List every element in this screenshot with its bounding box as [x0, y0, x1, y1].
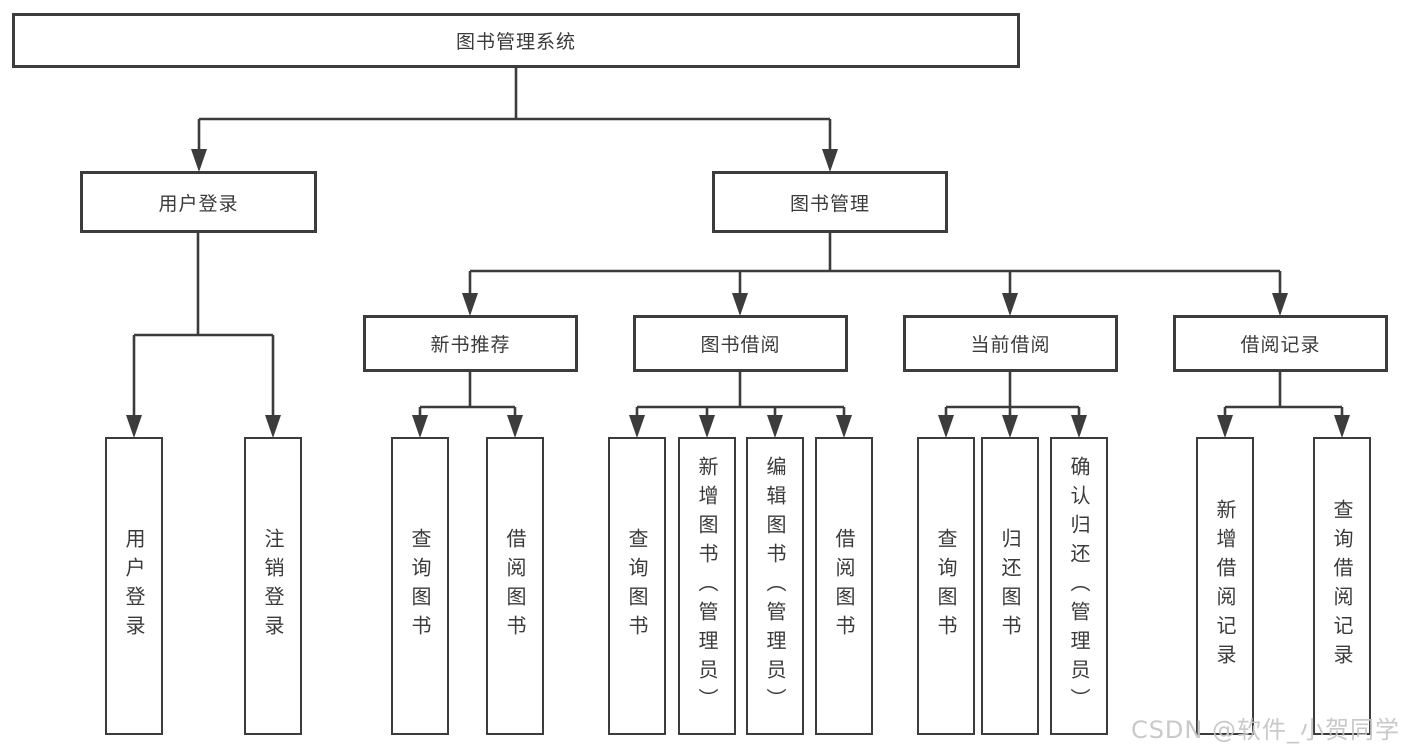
- node-label: 当前借阅: [970, 334, 1051, 356]
- leaf-borrow-add-books-admin: 新增图书（管理员）: [678, 437, 736, 735]
- node-label: 图书借阅: [700, 334, 781, 356]
- leaf-borrow-borrow-books: 借阅图书: [815, 437, 873, 735]
- arrow-icon: [767, 415, 783, 438]
- arrow-icon: [412, 415, 428, 438]
- leaf-label: 借阅图书: [503, 528, 527, 644]
- csdn-watermark: CSDN @软件_小贺同学: [1130, 716, 1400, 744]
- leaf-current-return-books: 归还图书: [981, 437, 1039, 735]
- node-book-management: 图书管理: [712, 171, 948, 233]
- arrow-icon: [1002, 293, 1018, 316]
- connector-user-login-subtree: [132, 233, 275, 418]
- node-label: 借阅记录: [1240, 334, 1321, 356]
- arrow-icon: [1071, 415, 1087, 438]
- leaf-label: 归还图书: [998, 528, 1022, 644]
- arrow-icon: [462, 293, 478, 316]
- leaf-label: 新增借阅记录: [1213, 499, 1237, 673]
- arrow-icon: [938, 415, 954, 438]
- leaf-label: 查询借阅记录: [1330, 499, 1354, 673]
- leaf-label: 新增图书（管理员）: [695, 455, 719, 717]
- leaf-label: 编辑图书（管理员）: [763, 455, 787, 717]
- leaf-label: 注销登录: [261, 528, 285, 644]
- node-label: 图书管理系统: [455, 31, 576, 53]
- connector-current-borrow-subtree: [944, 372, 1081, 420]
- leaf-record-query-borrow-record: 查询借阅记录: [1313, 437, 1371, 735]
- arrow-icon: [1217, 415, 1233, 438]
- leaf-label: 确认归还（管理员）: [1067, 455, 1091, 717]
- leaf-label: 查询图书: [625, 528, 649, 644]
- leaf-newbook-query-books: 查询图书: [391, 437, 449, 735]
- node-current-borrow: 当前借阅: [903, 315, 1118, 372]
- arrow-icon: [265, 415, 281, 438]
- leaf-current-confirm-return-admin: 确认归还（管理员）: [1050, 437, 1108, 735]
- arrow-icon: [1334, 415, 1350, 438]
- leaf-label: 查询图书: [934, 528, 958, 644]
- arrow-icon: [1272, 293, 1288, 316]
- node-root-library-system: 图书管理系统: [12, 13, 1020, 68]
- node-label: 用户登录: [158, 192, 239, 215]
- arrow-icon: [836, 415, 852, 438]
- leaf-borrow-edit-books-admin: 编辑图书（管理员）: [746, 437, 804, 735]
- arrow-icon: [126, 415, 142, 438]
- leaf-newbook-borrow-books: 借阅图书: [486, 437, 544, 735]
- node-label: 新书推荐: [430, 334, 511, 356]
- leaf-label: 借阅图书: [832, 528, 856, 644]
- leaf-user-login: 用户登录: [105, 437, 163, 735]
- connector-borrow-record-subtree: [1223, 372, 1344, 420]
- node-borrow-record: 借阅记录: [1173, 315, 1388, 372]
- connector-root-stem: [197, 68, 832, 152]
- arrow-icon: [822, 149, 838, 172]
- arrow-icon: [1002, 415, 1018, 438]
- connector-book-management-subtree: [468, 233, 1282, 298]
- connector-new-book-subtree: [418, 372, 517, 420]
- arrow-icon: [732, 293, 748, 316]
- node-book-borrow: 图书借阅: [633, 315, 848, 372]
- leaf-label: 查询图书: [408, 528, 432, 644]
- arrow-icon: [191, 149, 207, 172]
- leaf-label: 用户登录: [122, 528, 146, 644]
- leaf-current-query-books: 查询图书: [917, 437, 975, 735]
- arrow-icon: [507, 415, 523, 438]
- arrow-icon: [629, 415, 645, 438]
- leaf-record-add-borrow-record: 新增借阅记录: [1196, 437, 1254, 735]
- leaf-logout: 注销登录: [244, 437, 302, 735]
- leaf-borrow-query-books: 查询图书: [608, 437, 666, 735]
- node-new-book-recommend: 新书推荐: [363, 315, 578, 372]
- node-label: 图书管理: [789, 192, 870, 215]
- arrow-icon: [699, 415, 715, 438]
- node-user-login: 用户登录: [80, 171, 317, 233]
- connector-book-borrow-subtree: [635, 372, 846, 420]
